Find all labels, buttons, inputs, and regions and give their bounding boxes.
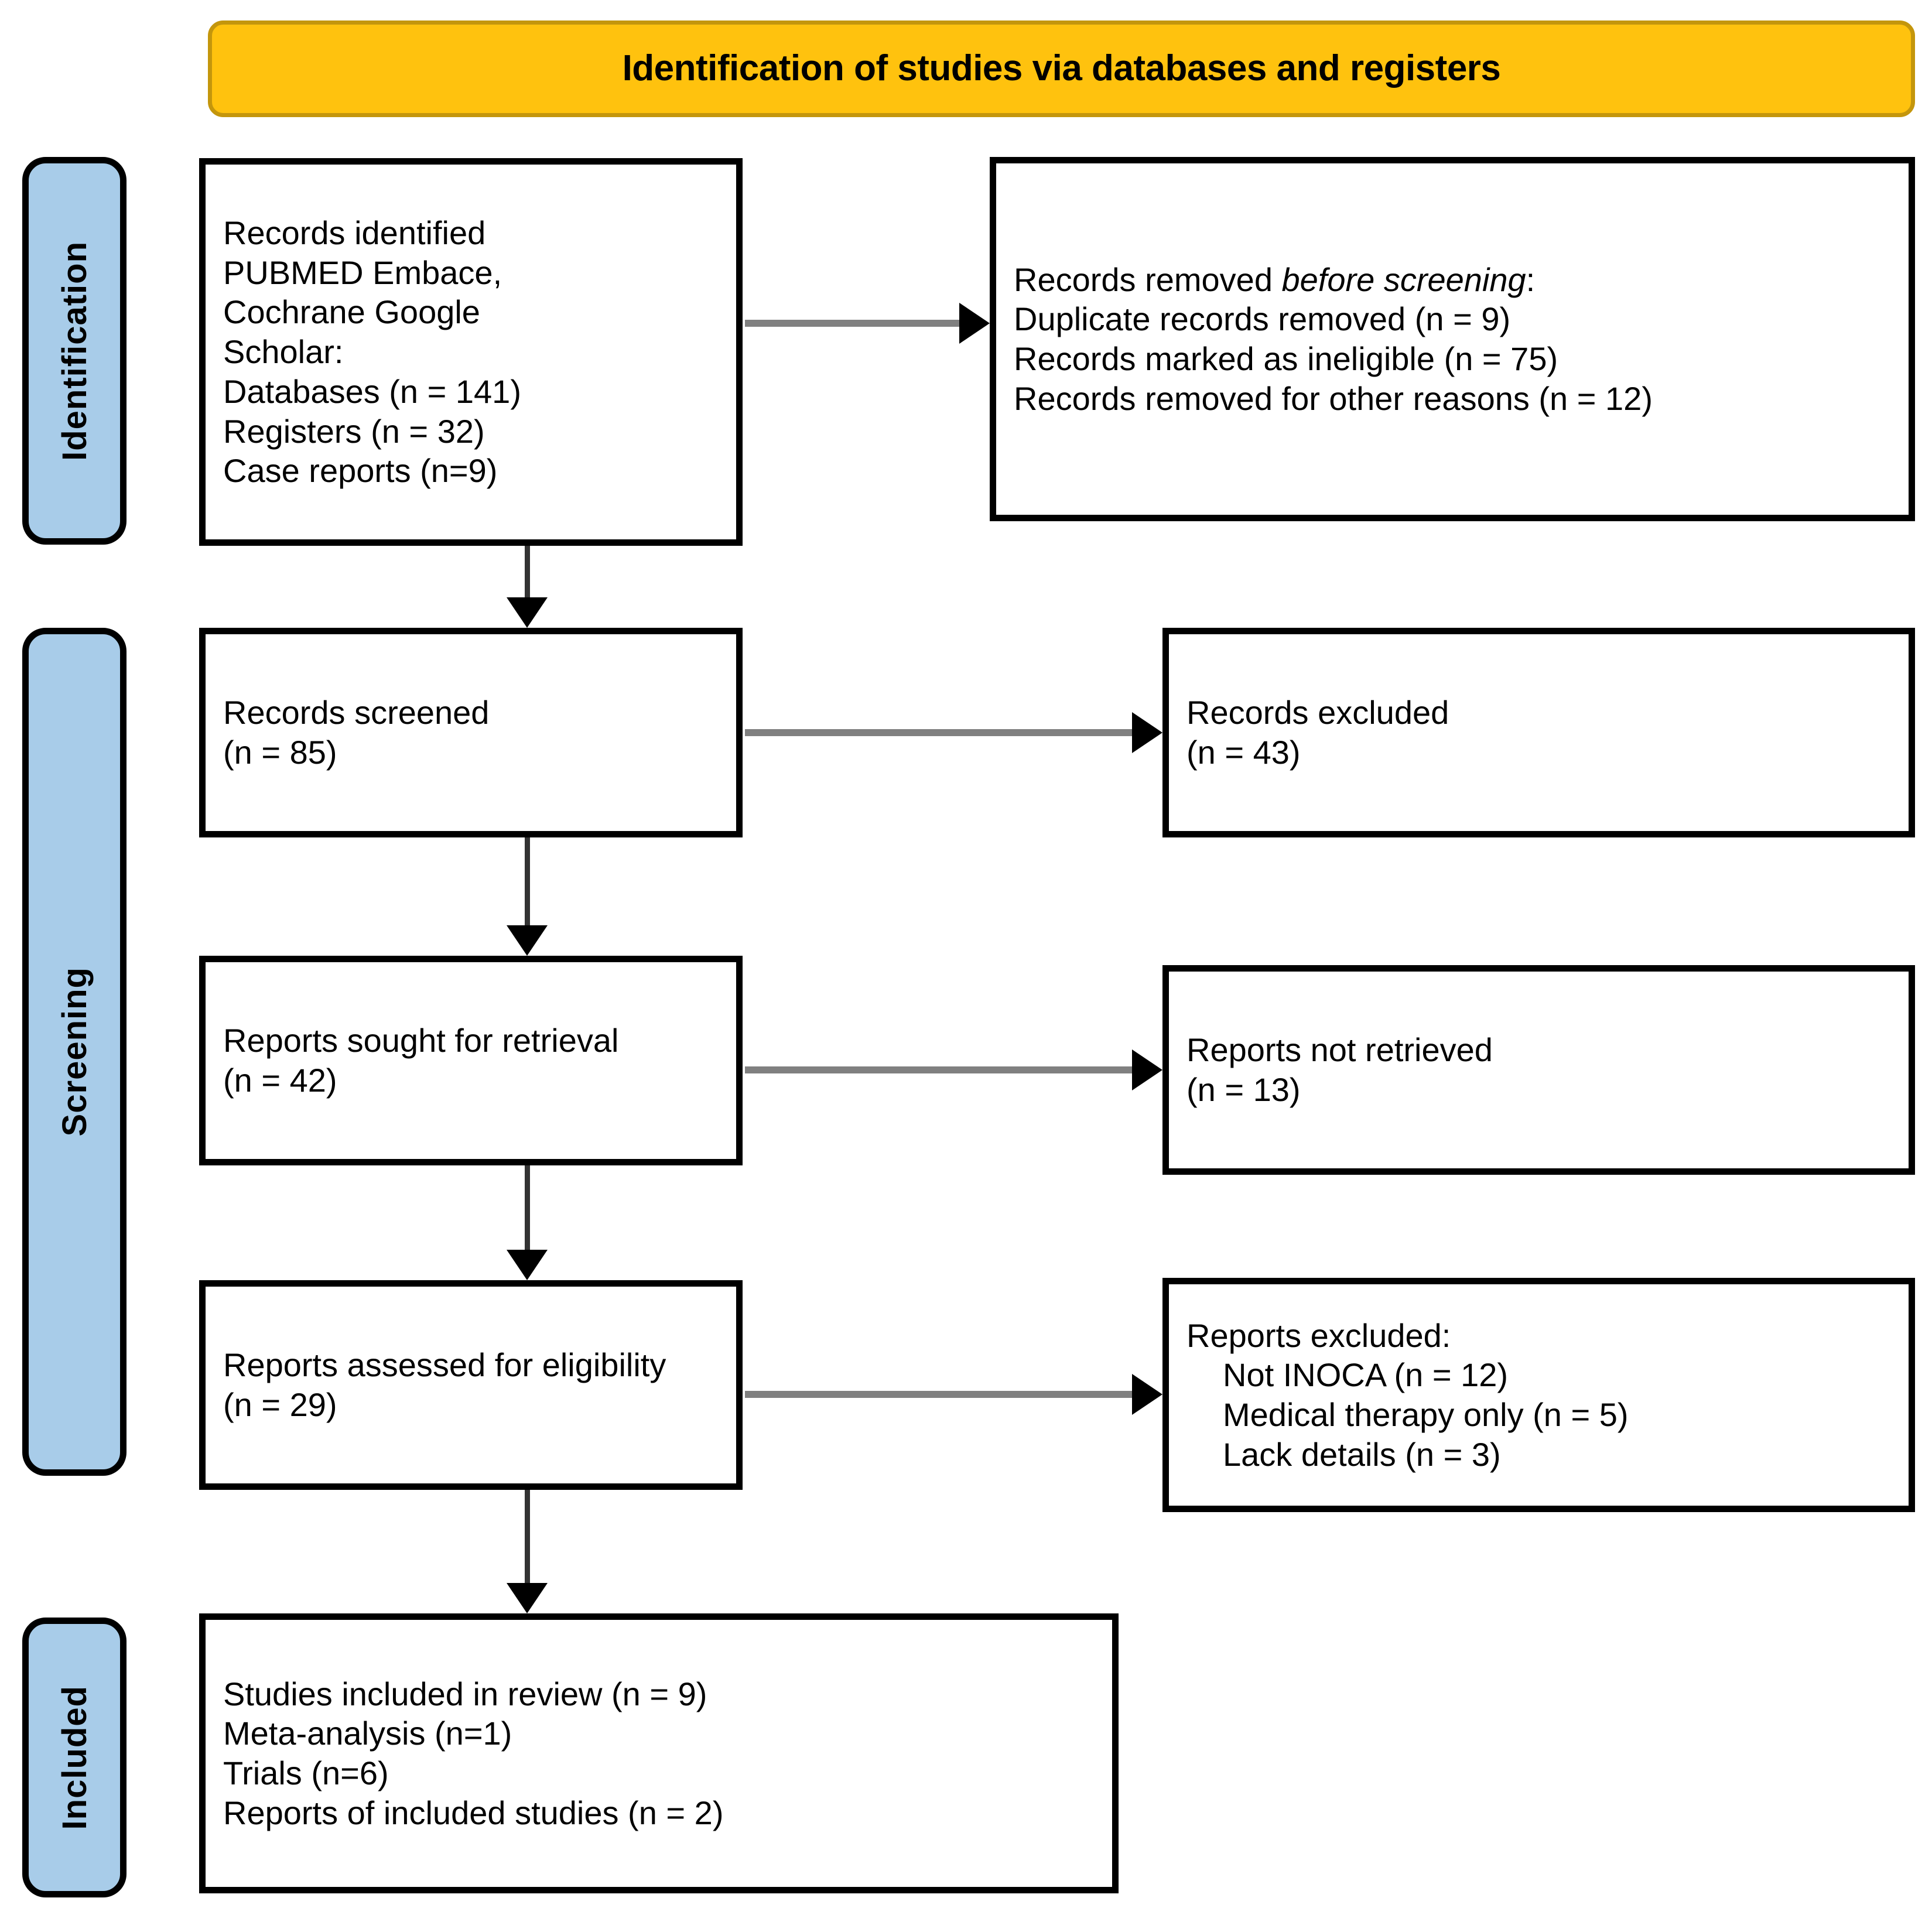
- arrow-head: [1132, 1049, 1162, 1090]
- arrow-shaft: [524, 546, 530, 599]
- box-reports-not-retrieved: Reports not retrieved (n = 13): [1162, 965, 1915, 1175]
- box-line: Cochrane Google: [223, 293, 480, 331]
- box-records-removed-before-screening: Records removed before screening: Duplic…: [990, 157, 1915, 521]
- box-line: Registers (n = 32): [223, 412, 485, 450]
- arrow-head: [1132, 1374, 1162, 1415]
- box-line: Reports not retrieved: [1186, 1031, 1493, 1069]
- stage-label-included: Included: [55, 1685, 94, 1830]
- box-line: Lack details (n = 3): [1223, 1435, 1501, 1473]
- arrow-head: [959, 303, 990, 344]
- box-line: Studies included in review (n = 9): [223, 1675, 707, 1712]
- box-line: Databases (n = 141): [223, 372, 521, 410]
- box-line: Trials (n=6): [223, 1755, 389, 1791]
- box-reports-excluded: Reports excluded: Not INOCA (n = 12) Med…: [1162, 1278, 1915, 1512]
- box-line: (n = 29): [223, 1386, 337, 1423]
- box-line: Medical therapy only (n = 5): [1223, 1396, 1629, 1433]
- box-heading: Records removed before screening:: [1014, 260, 1891, 300]
- box-line: Records marked as ineligible (n = 75): [1014, 340, 1558, 377]
- box-line: Meta-analysis (n=1): [223, 1715, 512, 1752]
- box-line: Reports sought for retrieval: [223, 1022, 619, 1059]
- box-line: (n = 43): [1186, 734, 1301, 771]
- stage-label-identification: Identification: [55, 241, 94, 461]
- box-heading: Reports excluded:: [1186, 1317, 1451, 1354]
- stage-tab-identification: Identification: [22, 157, 126, 545]
- box-line: Scholar:: [223, 333, 344, 371]
- header-title: Identification of studies via databases …: [622, 48, 1501, 89]
- box-line: Case reports (n=9): [223, 452, 498, 490]
- arrow-head: [1132, 712, 1162, 753]
- arrow-shaft: [745, 1066, 1133, 1073]
- box-line: Reports of included studies (n = 2): [223, 1794, 724, 1831]
- arrow-shaft: [524, 1490, 530, 1584]
- arrow-shaft: [745, 729, 1133, 736]
- box-line: (n = 13): [1186, 1071, 1301, 1108]
- box-line: PUBMED Embace,: [223, 254, 502, 291]
- box-line: (n = 42): [223, 1062, 337, 1099]
- arrow-shaft: [524, 1165, 530, 1251]
- box-records-screened: Records screened (n = 85): [199, 628, 743, 837]
- box-line: Duplicate records removed (n = 9): [1014, 300, 1511, 338]
- stage-label-screening: Screening: [55, 967, 94, 1137]
- heading-prefix: Records removed: [1014, 261, 1282, 298]
- stage-tab-screening: Screening: [22, 628, 126, 1476]
- box-line: Records screened: [223, 694, 490, 731]
- arrow-shaft: [745, 320, 960, 327]
- heading-suffix: :: [1526, 261, 1536, 298]
- box-studies-included: Studies included in review (n = 9) Meta-…: [199, 1613, 1119, 1893]
- stage-tab-included: Included: [22, 1618, 126, 1897]
- box-reports-assessed-for-eligibility: Reports assessed for eligibility (n = 29…: [199, 1280, 743, 1490]
- box-records-excluded: Records excluded (n = 43): [1162, 628, 1915, 837]
- box-line: Records identified: [223, 214, 486, 251]
- box-line: Reports assessed for eligibility: [223, 1346, 666, 1384]
- box-line: Records excluded: [1186, 694, 1449, 731]
- box-line: (n = 85): [223, 734, 337, 771]
- arrow-head: [507, 597, 548, 628]
- arrow-head: [507, 925, 548, 956]
- heading-italic: before screening: [1281, 261, 1526, 298]
- box-line: Not INOCA (n = 12): [1223, 1356, 1509, 1394]
- box-records-identified: Records identified PUBMED Embace, Cochra…: [199, 158, 743, 546]
- arrow-shaft: [524, 837, 530, 926]
- header-banner: Identification of studies via databases …: [208, 20, 1915, 117]
- arrow-shaft: [745, 1391, 1133, 1398]
- box-line: Records removed for other reasons (n = 1…: [1014, 379, 1653, 417]
- arrow-head: [507, 1583, 548, 1613]
- box-reports-sought-for-retrieval: Reports sought for retrieval (n = 42): [199, 956, 743, 1165]
- arrow-head: [507, 1250, 548, 1280]
